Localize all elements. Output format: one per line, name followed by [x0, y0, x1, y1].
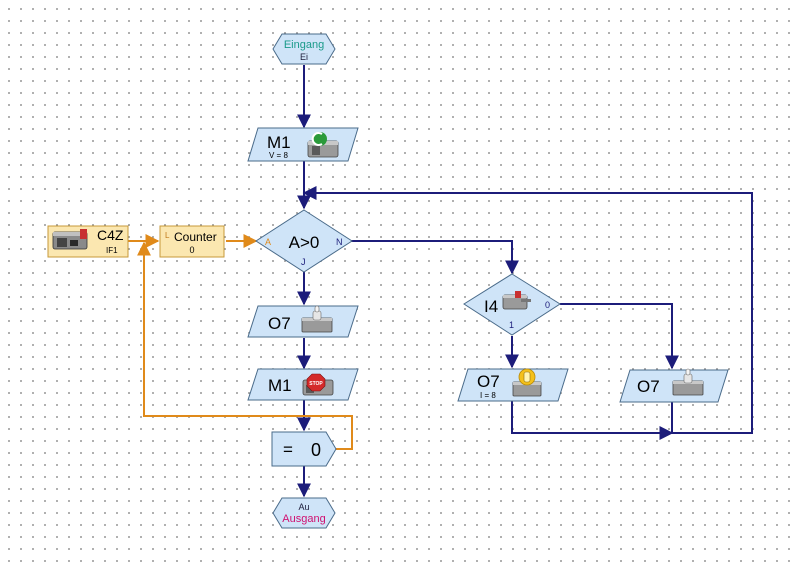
output-o7-on-param: I = 8 — [480, 391, 496, 400]
output-o7-on-name: O7 — [477, 372, 500, 391]
motor-m1-stop-block[interactable]: M1 STOP — [247, 368, 359, 401]
i4-zero-label: 0 — [545, 300, 550, 310]
lamp-off-icon — [301, 305, 333, 333]
counter-prefix: L — [165, 231, 170, 240]
connector-i4-zero-to-o7 — [560, 303, 679, 370]
i4-name: I4 — [484, 297, 498, 316]
c4z-sub: IF1 — [106, 246, 118, 255]
start-title: Eingang — [284, 39, 324, 51]
flow-connectors — [297, 65, 753, 498]
counter-variable[interactable]: L Counter 0 — [159, 225, 225, 258]
start-node[interactable]: Eingang Ei — [272, 33, 336, 65]
lamp-off-icon — [672, 368, 704, 396]
end-title: Ausgang — [282, 513, 325, 525]
motor-m1-param: V = 8 — [269, 151, 288, 160]
counter-input-icon — [52, 229, 88, 250]
connector-loop-back — [302, 186, 753, 434]
connector-branch-no-to-i4 — [350, 240, 519, 275]
branch-yes-label: J — [301, 257, 306, 267]
lamp-on-icon — [512, 368, 542, 397]
data-assign-to-counter — [137, 241, 353, 450]
counter-input-c4z[interactable]: C4Z IF1 — [47, 225, 129, 258]
branch-no-label: N — [336, 237, 343, 247]
branch-condition: A>0 — [289, 233, 320, 252]
data-connectors — [128, 234, 353, 450]
counter-value: 0 — [189, 245, 194, 255]
output-o7-block[interactable]: O7 — [247, 305, 359, 338]
output-o7-on-block[interactable]: O7 I = 8 — [457, 368, 569, 402]
switch-icon — [502, 291, 531, 310]
assign-op: = — [283, 440, 293, 459]
output-o7-name: O7 — [268, 314, 291, 333]
motor-m1-on-block[interactable]: M1 V = 8 — [247, 127, 359, 162]
motor-stop-name: M1 — [268, 376, 292, 395]
c4z-name: C4Z — [97, 227, 124, 243]
motor-on-icon — [307, 132, 339, 158]
branch-counter-diamond[interactable]: A>0 A N J — [255, 209, 353, 273]
end-sub: Au — [298, 502, 309, 512]
output-o7-off-name: O7 — [637, 377, 660, 396]
svg-text:STOP: STOP — [309, 381, 323, 387]
output-o7-off-block[interactable]: O7 — [619, 368, 729, 403]
start-sub: Ei — [300, 52, 308, 62]
stop-icon: STOP — [302, 373, 334, 396]
branch-in-label: A — [265, 237, 271, 247]
assign-value: 0 — [311, 440, 321, 460]
i4-one-label: 1 — [509, 320, 514, 330]
end-node[interactable]: Au Ausgang — [272, 497, 336, 529]
connector-o7-on-merge — [511, 401, 674, 440]
motor-m1-name: M1 — [267, 133, 291, 152]
assign-block[interactable]: = 0 — [271, 431, 337, 467]
branch-i4-diamond[interactable]: I4 0 1 — [463, 273, 561, 336]
counter-name: Counter — [174, 230, 217, 244]
